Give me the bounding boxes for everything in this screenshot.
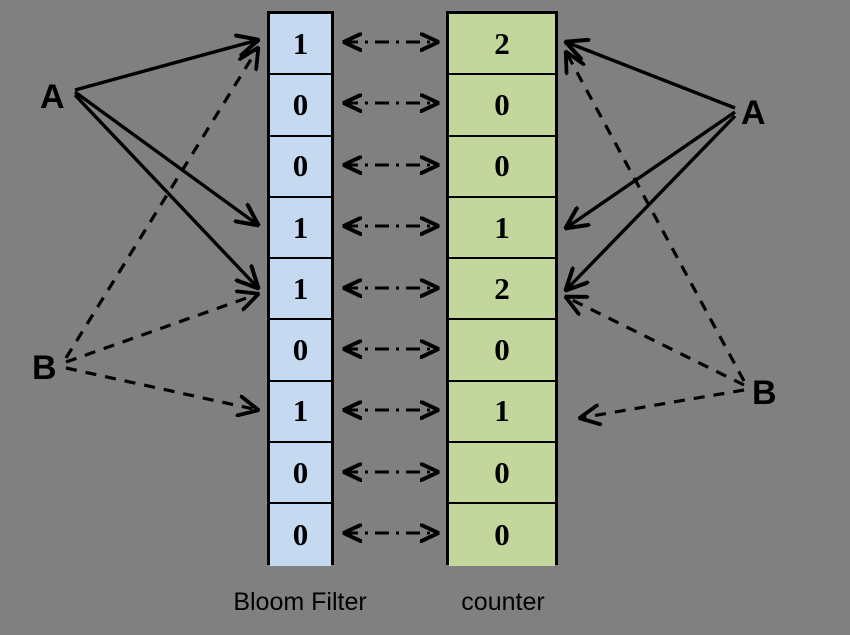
counter-cell-9: 0 — [449, 504, 555, 566]
counter-cell-1: 2 — [449, 14, 555, 76]
counter-cell-4: 1 — [449, 197, 555, 260]
bloom-filter-label: Bloom Filter — [233, 588, 367, 616]
edge-a-right-to-counter-4 — [566, 110, 736, 228]
counter-cell-6: 0 — [449, 320, 555, 382]
node-label-b-left: B — [32, 349, 57, 387]
node-label-a-right: A — [741, 94, 766, 132]
edge-a-right-to-counter-5 — [566, 114, 737, 290]
edge-a-left-to-bloom-4 — [74, 90, 258, 225]
edge-a-left-to-bloom-1 — [74, 40, 258, 92]
counter-cell-7: 1 — [449, 381, 555, 444]
edge-a-left-to-bloom-5 — [73, 93, 258, 288]
node-label-b-right: B — [752, 374, 777, 412]
bloom-cell-7: 1 — [270, 381, 331, 444]
node-label-a-left: A — [40, 78, 65, 116]
bloom-cell-4: 1 — [270, 197, 331, 260]
edge-b-right-to-counter-7 — [580, 388, 745, 418]
edge-group-a-left — [73, 40, 258, 288]
edge-b-left-to-bloom-5 — [65, 294, 258, 364]
bloom-cell-2: 0 — [270, 75, 331, 137]
edge-b-right-to-counter-5 — [566, 297, 745, 387]
edge-group-b-left — [64, 48, 258, 410]
counter-cell-3: 0 — [449, 136, 555, 198]
bloom-cell-5: 1 — [270, 259, 331, 321]
bloom-cell-9: 0 — [270, 504, 331, 566]
edge-b-left-to-bloom-1 — [64, 48, 258, 359]
counter-cell-2: 0 — [449, 75, 555, 137]
bloom-cell-3: 0 — [270, 136, 331, 198]
edge-b-right-to-counter-1 — [566, 52, 746, 382]
bloom-filter-column: 1 0 0 1 1 0 1 0 0 — [267, 11, 334, 566]
edge-a-right-to-counter-1 — [566, 42, 736, 110]
bloom-cell-8: 0 — [270, 443, 331, 505]
counter-cell-8: 0 — [449, 443, 555, 505]
counter-column: 2 0 0 1 2 0 1 0 0 — [446, 11, 558, 566]
counter-label: counter — [461, 588, 545, 616]
link-group-bloom-counter — [344, 42, 438, 533]
counter-cell-5: 2 — [449, 259, 555, 321]
bloom-cell-1: 1 — [270, 14, 331, 76]
edge-group-a-right — [566, 42, 737, 290]
edge-b-left-to-bloom-7 — [65, 366, 258, 410]
edge-group-b-right — [566, 52, 746, 418]
bloom-cell-6: 0 — [270, 320, 331, 382]
